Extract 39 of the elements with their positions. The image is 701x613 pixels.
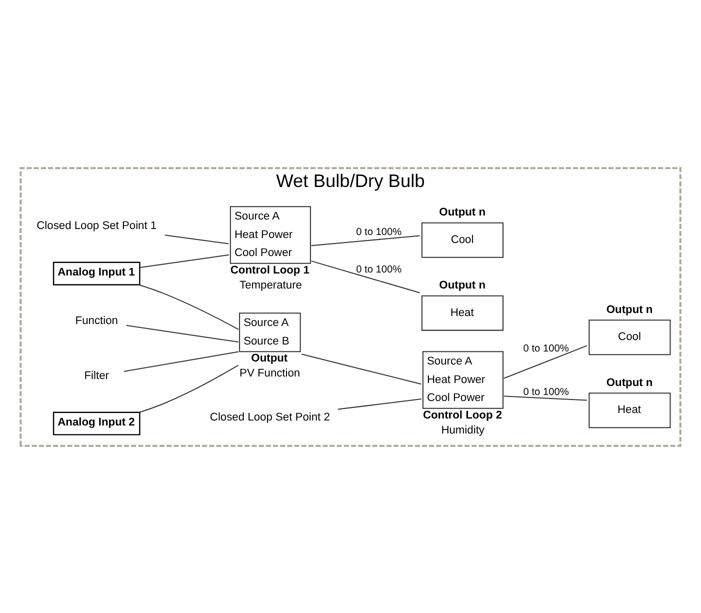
node-label: Output [251, 352, 288, 364]
node-text: Closed Loop Set Point 1 [36, 219, 157, 232]
connector [138, 284, 239, 330]
node-text: Closed Loop Set Point 2 [210, 410, 330, 423]
node-box: Source A Heat Power Cool Power [422, 350, 504, 408]
node-box: Analog Input 2 [52, 411, 140, 435]
connector [139, 364, 238, 412]
node-label: Output n [606, 303, 653, 316]
node-label: Control Loop 2 [422, 408, 502, 421]
node-box: Heat [588, 392, 671, 428]
node-text: Function [75, 314, 118, 327]
connector [140, 254, 229, 268]
connector [126, 324, 238, 342]
edge-label: 0 to 100% [356, 264, 402, 276]
node-box: Source A Source B [239, 312, 301, 352]
edge-label: 0 to 100% [356, 226, 402, 238]
connector [164, 234, 229, 244]
connector [338, 398, 422, 410]
node-label: Output n [439, 206, 486, 218]
edge-label: 0 to 100% [523, 343, 569, 354]
node-label: Output n [439, 279, 486, 292]
node-box: Source A Heat Power Cool Power [230, 206, 311, 264]
node-label: Humidity [441, 424, 484, 436]
node-box: Cool [588, 319, 671, 355]
node-label: Control Loop 1 [230, 264, 310, 276]
node-box: Cool [421, 222, 504, 258]
node-text: Filter [84, 369, 110, 382]
connector [124, 350, 239, 372]
node-label: PV Function [240, 367, 300, 380]
connector [504, 395, 587, 400]
node-box: Heat [421, 294, 504, 330]
edge-label: 0 to 100% [523, 386, 569, 398]
connector [504, 344, 588, 378]
node-label: Output n [606, 376, 653, 388]
node-box: Analog Input 1 [52, 261, 140, 285]
connector [301, 353, 422, 384]
connector [311, 234, 420, 246]
node-label: Temperature [240, 279, 302, 292]
connector [311, 260, 420, 293]
